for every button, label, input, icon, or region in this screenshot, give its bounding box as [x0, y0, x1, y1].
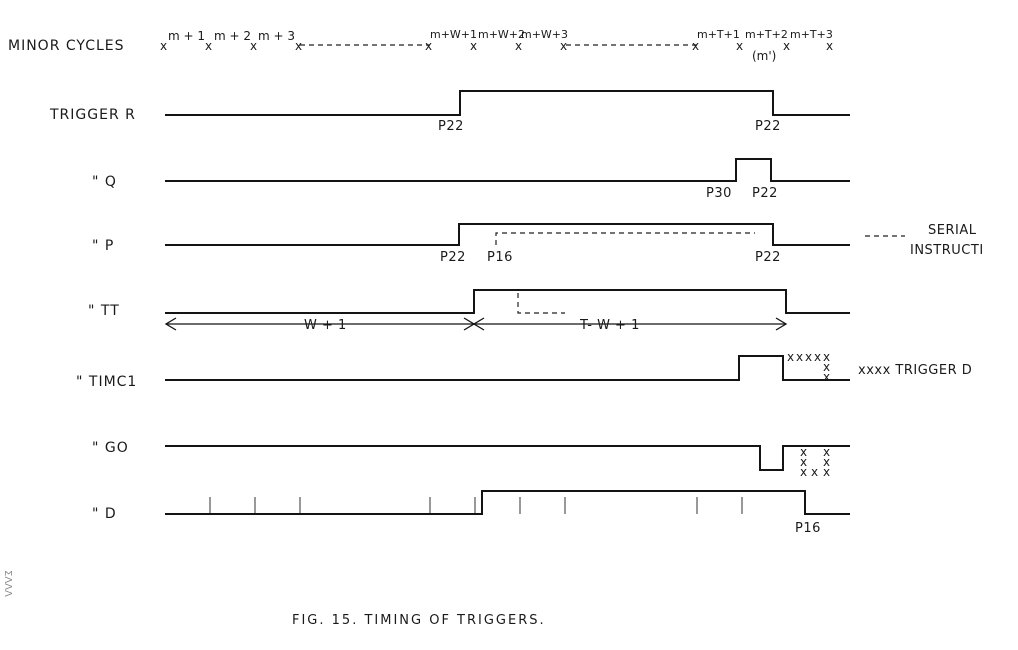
- cycle-mark: x: [160, 39, 167, 53]
- d-row-gridlines: [209, 497, 743, 514]
- waveform-p: [165, 223, 850, 246]
- cycle-marks: x x x x x x x x x x x x: [160, 39, 833, 53]
- cycle-label-mw2: m+W+2: [478, 28, 525, 41]
- pulse-label-p-rise: P22: [440, 250, 466, 265]
- svg-text:x: x: [823, 350, 830, 364]
- cycle-label-mw3: m+W+3: [521, 28, 568, 41]
- signal-label-go: " GO: [92, 440, 129, 456]
- waveform-r: [165, 90, 850, 116]
- legend-serial-line2: INSTRUCTI: [910, 243, 984, 258]
- cycle-label-mt3: m+T+3: [790, 28, 833, 41]
- pulse-label-q-fall: P22: [752, 186, 778, 201]
- pulse-label-r-fall: P22: [755, 119, 781, 134]
- minor-cycles-title: MINOR CYCLES: [8, 38, 125, 54]
- pulse-label-p-fall: P22: [755, 250, 781, 265]
- waveform-p-serial-dashed: [495, 232, 755, 245]
- cycle-label-mt2: m+T+2: [745, 28, 788, 41]
- signal-label-r: TRIGGER R: [49, 107, 136, 123]
- cycle-label-mw1: m+W+1: [430, 28, 477, 41]
- pulse-label-q-rise: P30: [706, 186, 732, 201]
- svg-text:x: x: [800, 445, 807, 459]
- go-trigger-marks: x x x x x x x: [800, 445, 830, 479]
- svg-text:x: x: [800, 455, 807, 469]
- svg-text:x: x: [823, 445, 830, 459]
- cycle-mark: x: [692, 39, 699, 53]
- svg-text:x: x: [823, 360, 830, 374]
- margin-scribble: ΣΛΛΛ: [2, 570, 13, 597]
- waveform-d: [165, 490, 850, 515]
- cycle-mark: x: [826, 39, 833, 53]
- cycle-mark: x: [470, 39, 477, 53]
- svg-text:x: x: [811, 465, 818, 479]
- cycle-mark: x: [205, 39, 212, 53]
- cycle-mark: x: [515, 39, 522, 53]
- pulse-label-r-rise: P22: [438, 119, 464, 134]
- interval-label-w1: W + 1: [304, 318, 347, 333]
- interval-arrow-tw1: [472, 317, 788, 331]
- pulse-label-p-dash: P16: [487, 250, 513, 265]
- timc1-trigger-marks: x x x x x x x: [787, 350, 830, 384]
- cycle-label-m-prime: (m'): [752, 49, 776, 63]
- svg-text:x: x: [800, 465, 807, 479]
- signal-label-q: " Q: [92, 174, 117, 190]
- waveform-tt-dashed: [517, 293, 565, 314]
- svg-text:x: x: [796, 350, 803, 364]
- waveform-q: [165, 158, 850, 182]
- legend-serial-line1: SERIAL: [928, 223, 977, 238]
- waveform-timc1: [165, 355, 850, 381]
- figure-caption: FIG. 15. TIMING OF TRIGGERS.: [292, 613, 546, 628]
- signal-label-timc1: " TIMC1: [76, 374, 137, 390]
- signal-label-p: " P: [92, 238, 114, 254]
- pulse-label-d-fall: P16: [795, 521, 821, 536]
- cycle-label-mt1: m+T+1: [697, 28, 740, 41]
- cycle-mark: x: [560, 39, 567, 53]
- waveform-tt: [165, 289, 850, 314]
- signal-label-tt: " TT: [88, 303, 120, 319]
- svg-text:x: x: [823, 455, 830, 469]
- cycle-mark: x: [736, 39, 743, 53]
- cycle-mark: x: [295, 39, 302, 53]
- cycle-label-m1: m + 1: [168, 29, 205, 43]
- svg-text:x: x: [805, 350, 812, 364]
- legend-trigger-d: xxxx TRIGGER D: [858, 363, 972, 378]
- cycle-mark: x: [425, 39, 432, 53]
- signal-label-d: " D: [92, 506, 117, 522]
- waveform-go: [165, 445, 850, 471]
- svg-text:x: x: [823, 370, 830, 384]
- cycle-label-m2: m + 2: [214, 29, 251, 43]
- cycle-label-m3: m + 3: [258, 29, 295, 43]
- cycle-mark: x: [783, 39, 790, 53]
- svg-text:x: x: [814, 350, 821, 364]
- cycle-mark: x: [250, 39, 257, 53]
- svg-text:x: x: [823, 465, 830, 479]
- interval-label-tw1: T- W + 1: [579, 318, 640, 333]
- svg-text:x: x: [787, 350, 794, 364]
